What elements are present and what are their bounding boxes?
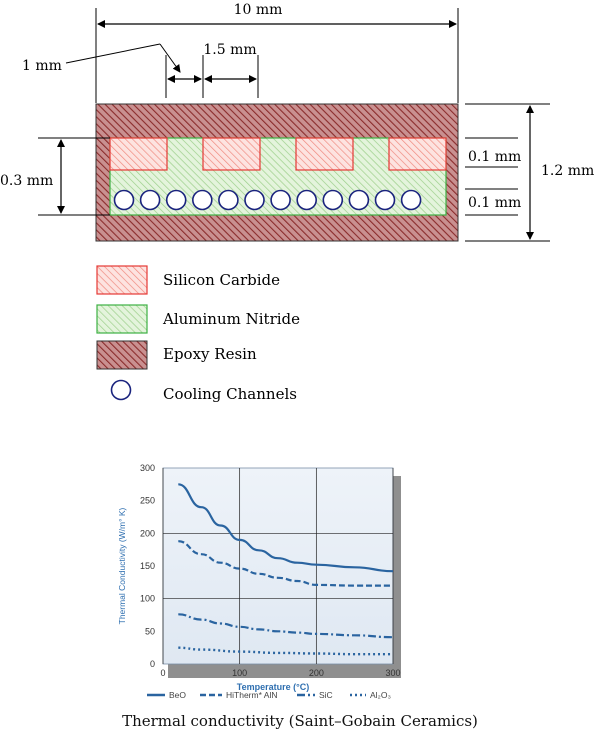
- legend-label-silicon-carbide: Silicon Carbide: [163, 271, 280, 289]
- upper-layer-label: 0.1 mm: [468, 149, 521, 165]
- legend-swatch-silicon-carbide: [96, 265, 148, 295]
- chart-x-tick-label: 0: [160, 668, 165, 678]
- silicon-carbide-block: [202, 137, 261, 171]
- chart-series-line: [178, 483, 394, 573]
- legend-swatch-aluminum-nitride: [96, 304, 148, 334]
- legend-label-cooling-channels: Cooling Channels: [163, 385, 297, 403]
- chart-y-axis-label: Thermal Conductivity (W/m° K): [117, 507, 127, 624]
- silicon-carbide-blocks: [109, 137, 447, 171]
- chart-y-tick-label: 0: [150, 659, 155, 669]
- cooling-channel: [322, 189, 344, 211]
- cooling-channel: [218, 189, 239, 211]
- chart-x-tick-label: 300: [385, 668, 400, 678]
- chart-y-tick-label: 250: [140, 496, 155, 506]
- chart-y-tick-label: 100: [140, 594, 155, 604]
- cross-section: [95, 103, 459, 242]
- thermal-conductivity-chart: 0 100 200 300 0 50 100 150 200 250 300 Temperature…: [117, 463, 401, 700]
- layer-height-label: 0.3 mm: [0, 173, 53, 189]
- chart-series-line: [178, 613, 394, 639]
- chart-x-tick-label: 200: [309, 668, 324, 678]
- cooling-channel: [139, 189, 161, 211]
- legend-label-aluminum-nitride: Aluminum Nitride: [162, 310, 300, 328]
- total-width-label: 10 mm: [234, 2, 283, 18]
- silicon-carbide-block: [295, 137, 354, 171]
- chart-legend-label: Al₂O₃: [370, 690, 391, 700]
- chart-y-tick-label: 50: [145, 626, 155, 636]
- material-legend: Silicon Carbide Aluminum Nitride Epoxy R…: [96, 265, 300, 403]
- cooling-channel: [374, 189, 396, 211]
- cooling-channels: [113, 189, 422, 211]
- legend-swatch-cooling-channel: [110, 379, 132, 401]
- chart-series-line: [178, 646, 393, 656]
- chart-ticks: 0 100 200 300 0 50 100 150 200 250 300: [140, 463, 401, 678]
- chart-legend-label: SiC: [319, 690, 333, 700]
- block-width-label: 1.5 mm: [203, 42, 256, 58]
- figure-caption: Thermal conductivity (Saint–Gobain Ceram…: [122, 712, 478, 730]
- cooling-channel: [270, 189, 291, 211]
- cooling-channel: [296, 189, 318, 211]
- lower-layer-label: 0.1 mm: [468, 195, 521, 211]
- chart-y-tick-label: 200: [140, 528, 155, 538]
- cooling-channel: [348, 189, 370, 211]
- cooling-channel: [165, 189, 187, 211]
- chart-series-line: [178, 540, 393, 587]
- silicon-carbide-block: [388, 137, 447, 171]
- chart-x-axis-label: Temperature (°C): [237, 682, 309, 692]
- chart-legend-label: HiTherm* AlN: [226, 690, 277, 700]
- dimension-layer-height: 0.3 mm: [0, 137, 110, 216]
- chart-grid: [162, 468, 394, 664]
- chart-legend: BeO HiTherm* AlN SiC Al₂O₃: [147, 690, 391, 700]
- dimension-total-width: 10 mm: [95, 2, 459, 103]
- chart-legend-label: BeO: [169, 690, 186, 700]
- legend-swatch-epoxy-resin: [96, 340, 148, 370]
- total-height-label: 1.2 mm: [541, 163, 594, 179]
- dimension-right-side: 0.1 mm 0.1 mm 1.2 mm: [465, 103, 594, 242]
- cooling-channel: [192, 189, 213, 211]
- cooling-channel: [400, 189, 422, 211]
- chart-x-tick-label: 100: [232, 668, 247, 678]
- gap-width-label: 1 mm: [22, 58, 62, 74]
- chart-y-tick-label: 150: [140, 561, 155, 571]
- chart-y-tick-label: 300: [140, 463, 155, 473]
- dimension-gap-and-block: 1 mm 1.5 mm: [22, 42, 259, 98]
- cooling-channel: [113, 189, 135, 211]
- chart-series: [178, 483, 394, 656]
- cooling-channel: [244, 189, 265, 211]
- legend-label-epoxy-resin: Epoxy Resin: [163, 345, 257, 363]
- silicon-carbide-block: [109, 137, 168, 171]
